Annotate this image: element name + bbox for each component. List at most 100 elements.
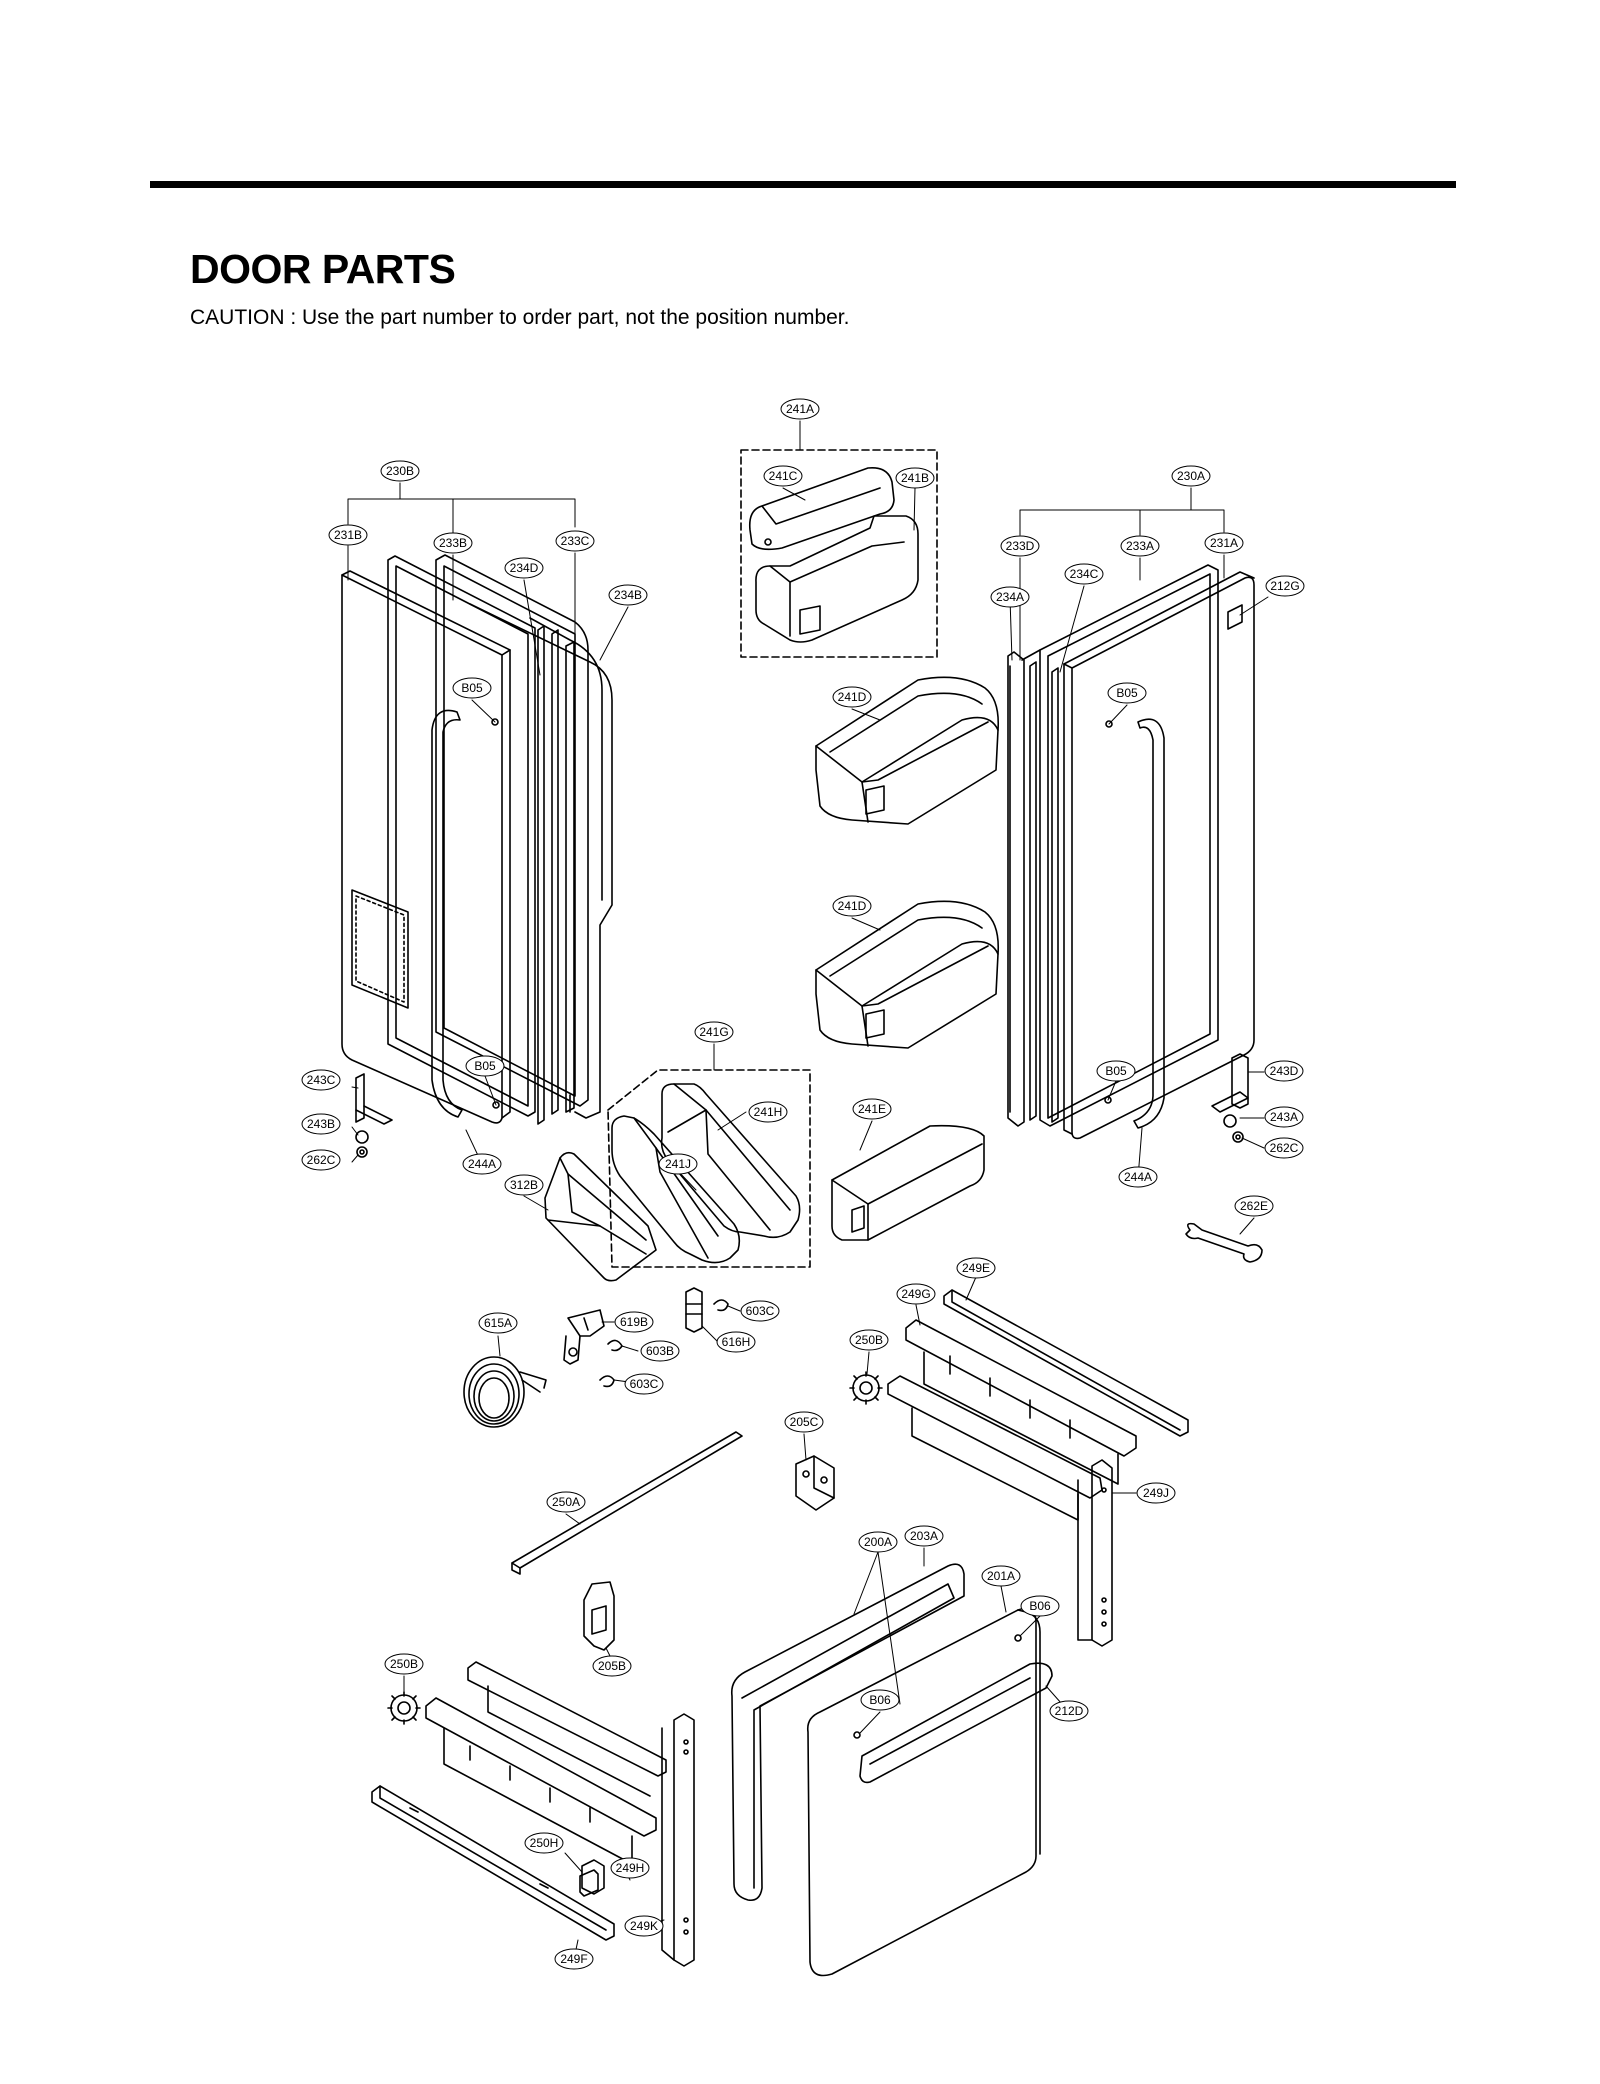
callout-b06: B06	[860, 1689, 900, 1711]
callout-text: 243D	[1270, 1064, 1299, 1078]
callout-250h: 250H	[524, 1832, 564, 1854]
callout-text: 603C	[746, 1304, 775, 1318]
right-hinge-243D	[1231, 1053, 1249, 1109]
bracket-205B	[583, 1581, 615, 1651]
callout-text: 250A	[552, 1495, 580, 1509]
callout-230a: 230A	[1171, 465, 1211, 487]
callout-text: 233A	[1126, 539, 1154, 553]
callout-205c: 205C	[784, 1411, 824, 1433]
rail-249J	[887, 1375, 1113, 1647]
bin-241E	[831, 1124, 985, 1241]
callout-234d: 234D	[504, 557, 544, 579]
caution-note: CAUTION : Use the part number to order p…	[190, 306, 850, 329]
callout-text: 230A	[1177, 469, 1205, 483]
callout-text: 212D	[1055, 1704, 1084, 1718]
callout-text: 234A	[996, 590, 1024, 604]
callout-text: 234D	[510, 561, 539, 575]
callout-212d: 212D	[1049, 1700, 1089, 1722]
left-door-panel	[341, 574, 503, 1124]
callout-234a: 234A	[990, 586, 1030, 608]
callout-231b: 231B	[328, 524, 368, 546]
callout-text: 603C	[630, 1377, 659, 1391]
callout-250a: 250A	[546, 1491, 586, 1513]
callout-233a: 233A	[1120, 535, 1160, 557]
callout-234b: 234B	[608, 584, 648, 606]
callout-234c: 234C	[1064, 563, 1104, 585]
callout-230b: 230B	[380, 460, 420, 482]
callout-text: B06	[1029, 1599, 1051, 1613]
callout-603b: 603B	[640, 1340, 680, 1362]
rail-249G	[905, 1319, 1137, 1485]
callout-text: 249G	[901, 1287, 930, 1301]
callout-244a: 244A	[1118, 1166, 1158, 1188]
callout-text: 241A	[786, 402, 814, 416]
callout-241a: 241A	[780, 398, 820, 420]
tab-250H	[579, 1869, 599, 1897]
rail-249E	[943, 1289, 1189, 1437]
callout-text: 312B	[510, 1178, 538, 1192]
callout-text: 233D	[1006, 539, 1035, 553]
rail-249F	[371, 1785, 615, 1941]
callout-312b: 312B	[504, 1174, 544, 1196]
callout-text: 243A	[1270, 1110, 1298, 1124]
callout-text: B05	[1116, 686, 1138, 700]
callout-text: B06	[869, 1693, 891, 1707]
callout-262e: 262E	[1234, 1195, 1274, 1217]
callout-text: 619B	[620, 1315, 648, 1329]
callout-615a: 615A	[478, 1312, 518, 1334]
callout-b05: B05	[452, 677, 492, 699]
callout-603c: 603C	[740, 1300, 780, 1322]
callout-text: 616H	[722, 1335, 751, 1349]
callout-249j: 249J	[1136, 1482, 1176, 1504]
callout-text: 201A	[987, 1569, 1015, 1583]
rail-249K	[661, 1713, 695, 1967]
bin-241D-lower	[815, 900, 1000, 1049]
strip-250A	[511, 1431, 743, 1575]
callout-text: 262C	[1270, 1141, 1299, 1155]
callout-text: 244A	[1124, 1170, 1152, 1184]
callout-241b: 241B	[895, 467, 935, 489]
callout-text: 231B	[334, 528, 362, 542]
callout-603c: 603C	[624, 1373, 664, 1395]
callout-212g: 212G	[1265, 575, 1305, 597]
callout-241g: 241G	[694, 1021, 734, 1043]
right-door-handle	[1133, 718, 1165, 1129]
callout-249e: 249E	[956, 1257, 996, 1279]
callout-243d: 243D	[1264, 1060, 1304, 1082]
callout-233c: 233C	[555, 530, 595, 552]
callout-b05: B05	[465, 1055, 505, 1077]
callout-619b: 619B	[614, 1311, 654, 1333]
callout-text: 243B	[307, 1117, 335, 1131]
callout-text: 241C	[769, 469, 798, 483]
callout-text: 249K	[630, 1919, 658, 1933]
drawer-front-201A	[806, 1607, 1053, 1977]
callout-243b: 243B	[301, 1113, 341, 1135]
callout-text: 241D	[838, 899, 867, 913]
callout-labels: 241A 230B 241C 241B 230A 231B 233B 233C 234D 234B…	[301, 398, 1305, 1970]
gear-250B-right	[849, 1371, 883, 1405]
callout-text: 233B	[439, 536, 467, 550]
callout-text: 241D	[838, 690, 867, 704]
callout-text: 233C	[561, 534, 590, 548]
callout-203a: 203A	[904, 1525, 944, 1547]
callout-text: 212G	[1270, 579, 1299, 593]
callout-text: 200A	[864, 1535, 892, 1549]
gear-250B-left	[387, 1691, 421, 1725]
callout-text: 249E	[962, 1261, 990, 1275]
callout-text: 250B	[855, 1333, 883, 1347]
callout-text: 249F	[560, 1952, 587, 1966]
callout-241c: 241C	[763, 465, 803, 487]
callout-b06: B06	[1020, 1595, 1060, 1617]
callout-233d: 233D	[1000, 535, 1040, 557]
callout-text: 205C	[790, 1415, 819, 1429]
left-door-handle	[431, 709, 463, 1118]
callout-text: 241G	[699, 1025, 728, 1039]
callout-201a: 201A	[981, 1565, 1021, 1587]
callout-text: 234C	[1070, 567, 1099, 581]
callout-text: B05	[1105, 1064, 1127, 1078]
callout-text: 230B	[386, 464, 414, 478]
callout-241h: 241H	[748, 1101, 788, 1123]
callout-616h: 616H	[716, 1331, 756, 1353]
valve-619B	[563, 1287, 729, 1388]
tray-312B	[544, 1151, 657, 1282]
